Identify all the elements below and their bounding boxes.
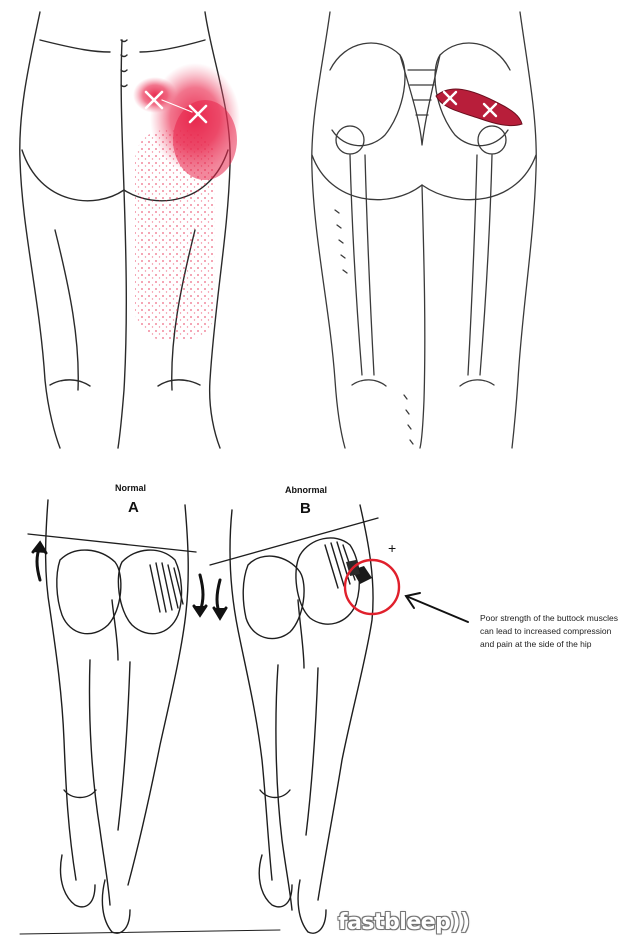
- plus-sign: +: [388, 540, 396, 556]
- watermark-logo: fastbleep)): [338, 910, 478, 940]
- annotation-text: Poor strength of the buttock muscles can…: [480, 612, 620, 651]
- normal-caption: Normal: [115, 483, 146, 493]
- figure-normal: [20, 500, 280, 934]
- abnormal-letter: B: [300, 500, 311, 517]
- tilt-arrow-abnormal: [214, 580, 226, 618]
- panel-pelvis-muscle: [312, 12, 536, 448]
- piriformis-muscle: [436, 89, 522, 126]
- abnormal-caption: Abnormal: [285, 485, 327, 495]
- normal-letter: A: [128, 499, 139, 516]
- arrow-left-icon: [406, 593, 468, 622]
